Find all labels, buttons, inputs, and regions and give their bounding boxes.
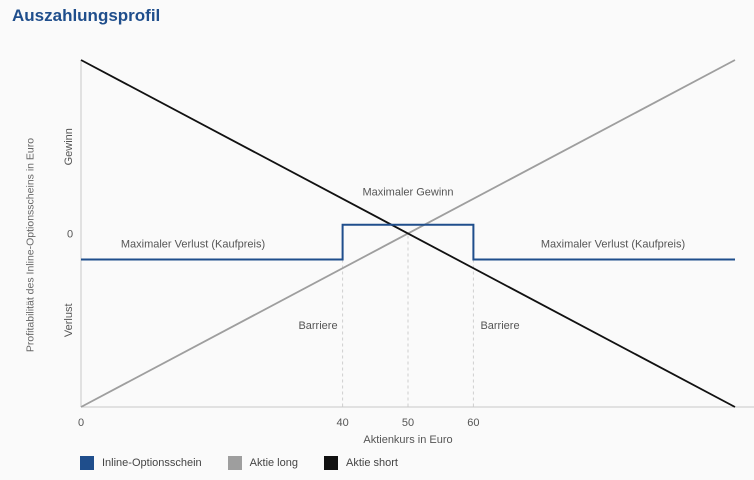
legend-item-inline: Inline-Optionsschein [80, 456, 202, 470]
x-tick-label-0: 0 [78, 417, 84, 429]
page-title: Auszahlungsprofil [12, 6, 161, 25]
legend-item-long: Aktie long [227, 456, 298, 470]
series-lines [80, 59, 736, 408]
annotation-max-loss-right: Maximaler Verlust (Kaufpreis) [541, 238, 685, 250]
annotation-barrier-right: Barriere [480, 320, 519, 332]
axes [80, 60, 754, 408]
y-axis-title: Profitabilität des Inline-Optionsscheins… [24, 137, 37, 353]
legend-label-inline: Inline-Optionsschein [102, 457, 202, 469]
x-tick-label-50: 50 [402, 417, 414, 429]
inline-optionsschein-line [81, 223, 735, 261]
y-region-label-loss: Verlust [63, 303, 75, 337]
legend-swatch-inline [80, 456, 94, 470]
x-tick-label-60: 60 [467, 417, 479, 429]
x-tick-label-40: 40 [336, 417, 348, 429]
legend-label-long: Aktie long [249, 457, 298, 469]
y-region-label-gain: Gewinn [63, 128, 75, 165]
y-tick-label-zero: 0 [67, 229, 73, 241]
legend-swatch-short [323, 456, 338, 470]
annotation-max-loss-left: Maximaler Verlust (Kaufpreis) [121, 238, 265, 250]
aktie-short-line [80, 59, 736, 408]
x-axis-title: Aktienkurs in Euro [363, 434, 452, 446]
legend-item-short: Aktie short [323, 456, 398, 470]
legend-label-short: Aktie short [345, 457, 398, 469]
barrier-guides [342, 235, 474, 407]
annotation-max-gain: Maximaler Gewinn [362, 186, 453, 198]
legend-swatch-long [227, 456, 242, 470]
annotation-barrier-left: Barriere [298, 320, 337, 332]
legend: Inline-Optionsschein Aktie long Aktie sh… [80, 456, 398, 470]
